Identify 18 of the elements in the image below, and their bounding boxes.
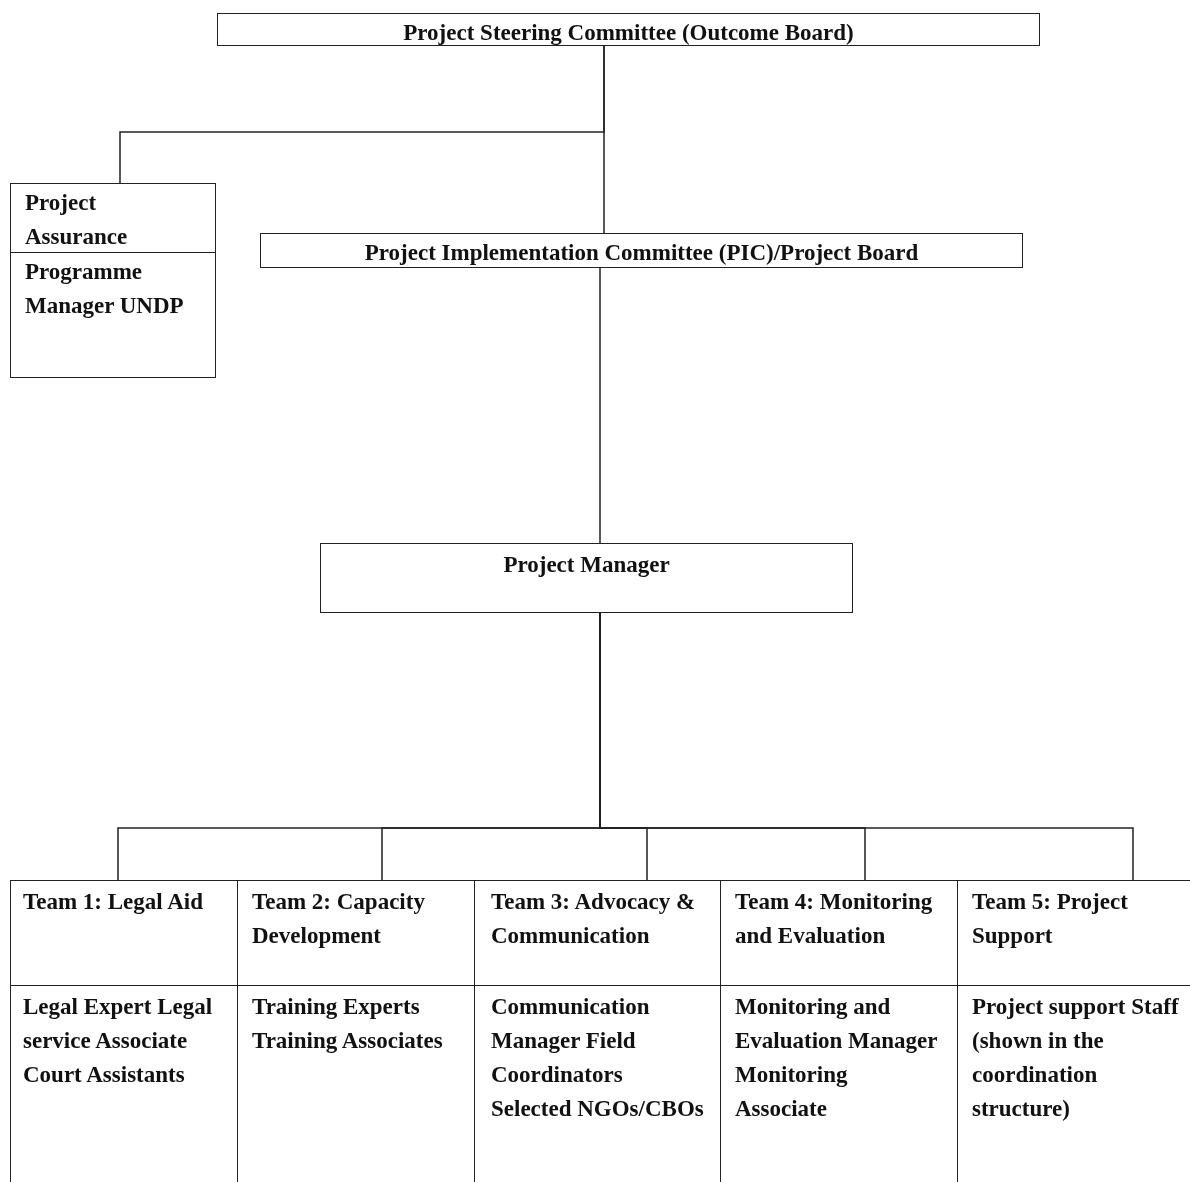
box-text: Programme Manager UNDP (24, 258, 185, 320)
box-text: Legal Expert Legal service Associate Court Assistants (22, 993, 214, 1089)
box-heading: Project Assurance (11, 184, 215, 253)
box-heading: Team 5: Project Support (958, 881, 1190, 986)
box-heading: Project Implementation Committee (PIC)/Project Board (363, 239, 920, 267)
org-box (320, 543, 853, 613)
org-box (260, 233, 1023, 268)
box-text: Monitoring and Evaluation Manager Monitoring Associate (734, 993, 939, 1123)
org-box (217, 13, 1040, 46)
org-box (10, 880, 238, 1182)
box-heading: Project Steering Committee (Outcome Board) (402, 19, 855, 47)
box-text: Communication Manager Field Coordinators Selected NGOs/CBOs (490, 993, 705, 1123)
connector-line (599, 267, 601, 544)
connector-line (603, 45, 605, 234)
box-text: Project support Staff (shown in the coordination structure) (971, 993, 1180, 1123)
box-heading: Project Manager (502, 551, 671, 579)
box-text: Training Experts Training Associates (251, 993, 444, 1055)
org-box (10, 183, 216, 378)
